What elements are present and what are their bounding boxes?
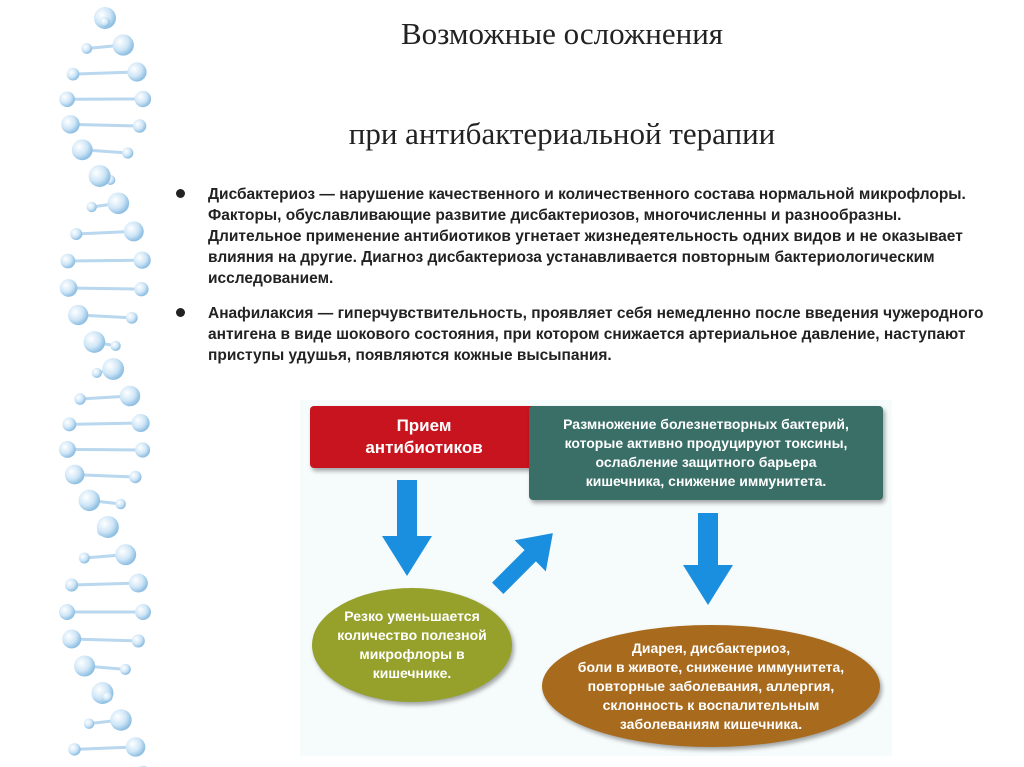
bullet-text: Дисбактериоз — нарушение качественного и… xyxy=(208,186,966,287)
antibiotic-intake-box: Прием антибиотиков xyxy=(310,406,538,468)
consequences-label: Диарея, дисбактериоз, боли в животе, сни… xyxy=(577,639,845,732)
pathogen-growth-box: Размножение болезнетворных бактерий, кот… xyxy=(529,406,883,500)
flow-diagram: Прием антибиотиков Размножение болезнетв… xyxy=(300,400,892,756)
bullet-item-anaphylaxis: Анафилаксия — гиперчувствительность, про… xyxy=(176,303,996,366)
page-title-line-1: Возможные осложнения xyxy=(400,16,724,51)
arrow-down-icon xyxy=(382,480,432,576)
page-title-line-2: при антибактериальной терапии xyxy=(348,116,776,151)
consequences-ellipse: Диарея, дисбактериоз, боли в животе, сни… xyxy=(542,625,880,747)
bullet-item-dysbacteriosis: Дисбактериоз — нарушение качественного и… xyxy=(176,184,996,289)
bullet-list: Дисбактериоз — нарушение качественного и… xyxy=(176,184,996,380)
bullet-dot-icon xyxy=(176,308,185,317)
dna-molecule-icon xyxy=(58,7,152,767)
arrow-diagonal-up-icon xyxy=(492,533,553,594)
bullet-dot-icon xyxy=(176,189,185,198)
bullet-text: Анафилаксия — гиперчувствительность, про… xyxy=(208,305,984,364)
arrow-down-icon xyxy=(683,513,733,605)
antibiotic-intake-label: Прием антибиотиков xyxy=(365,416,483,457)
microflora-decrease-ellipse: Резко уменьшается количество полезной ми… xyxy=(312,588,512,702)
microflora-decrease-label: Резко уменьшается количество полезной ми… xyxy=(337,608,487,681)
pathogen-growth-label: Размножение болезнетворных бактерий, кот… xyxy=(563,416,849,489)
